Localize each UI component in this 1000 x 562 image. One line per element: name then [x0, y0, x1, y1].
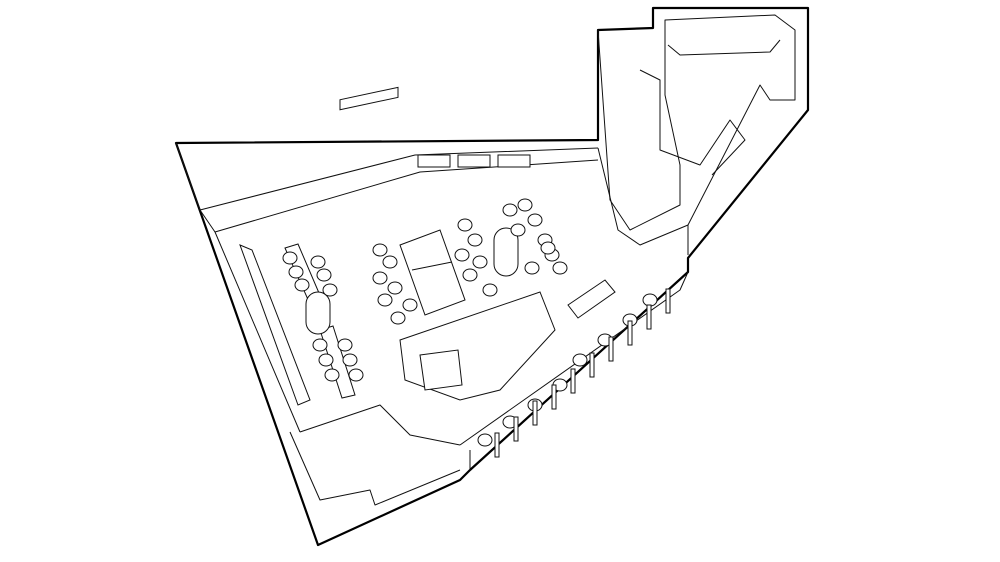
- chair: [527, 213, 543, 227]
- chair: [372, 243, 388, 257]
- window: [497, 154, 531, 168]
- chair: [382, 255, 398, 269]
- reception-opening: [419, 349, 463, 391]
- facade-fin: [532, 400, 538, 426]
- south-wall: [289, 431, 461, 506]
- facade-fins-group: [494, 288, 671, 458]
- facade-fin: [589, 352, 595, 378]
- chair: [472, 255, 488, 269]
- facade-fin: [494, 432, 500, 458]
- facade-fin: [570, 368, 576, 394]
- chair: [552, 261, 568, 275]
- chair: [462, 268, 478, 282]
- facade-fin: [646, 304, 652, 330]
- west-wall-inner: [214, 231, 301, 433]
- chair: [524, 261, 540, 275]
- chair: [477, 433, 493, 447]
- building-outline: [174, 6, 810, 547]
- tower-inner: [597, 14, 796, 231]
- chair: [288, 265, 304, 279]
- chair: [502, 203, 518, 217]
- column: [493, 227, 519, 277]
- chair: [322, 283, 338, 297]
- chair: [377, 293, 393, 307]
- chair: [294, 278, 310, 292]
- chair: [342, 353, 358, 367]
- north-wall: [175, 142, 599, 211]
- chair: [318, 353, 334, 367]
- tower-core: [639, 69, 746, 176]
- sofa-divider: [411, 261, 453, 271]
- chair: [454, 248, 470, 262]
- facade-fin: [627, 320, 633, 346]
- chair: [467, 233, 483, 247]
- shelving: [239, 244, 311, 406]
- chair: [348, 368, 364, 382]
- chair: [517, 198, 533, 212]
- sofa: [399, 229, 466, 316]
- facade-fin: [513, 416, 519, 442]
- chair: [540, 241, 556, 255]
- window: [417, 154, 451, 168]
- chair: [510, 223, 526, 237]
- chair: [642, 293, 658, 307]
- chair: [387, 281, 403, 295]
- chair: [312, 338, 328, 352]
- window: [339, 86, 399, 111]
- east-wall: [459, 271, 689, 446]
- tower-stair: [667, 39, 781, 56]
- chair: [372, 271, 388, 285]
- bench: [567, 279, 616, 319]
- chair: [482, 283, 498, 297]
- facade-fin: [551, 384, 557, 410]
- chair: [572, 353, 588, 367]
- chair: [282, 251, 298, 265]
- facade-fin: [665, 288, 671, 314]
- southwest-floor-edge: [299, 404, 461, 446]
- chair: [457, 218, 473, 232]
- chair: [316, 268, 332, 282]
- column: [305, 291, 331, 335]
- chair: [337, 338, 353, 352]
- chair: [390, 311, 406, 325]
- chair: [310, 255, 326, 269]
- window: [457, 154, 491, 168]
- chair: [324, 368, 340, 382]
- chair: [402, 298, 418, 312]
- facade-fin: [608, 336, 614, 362]
